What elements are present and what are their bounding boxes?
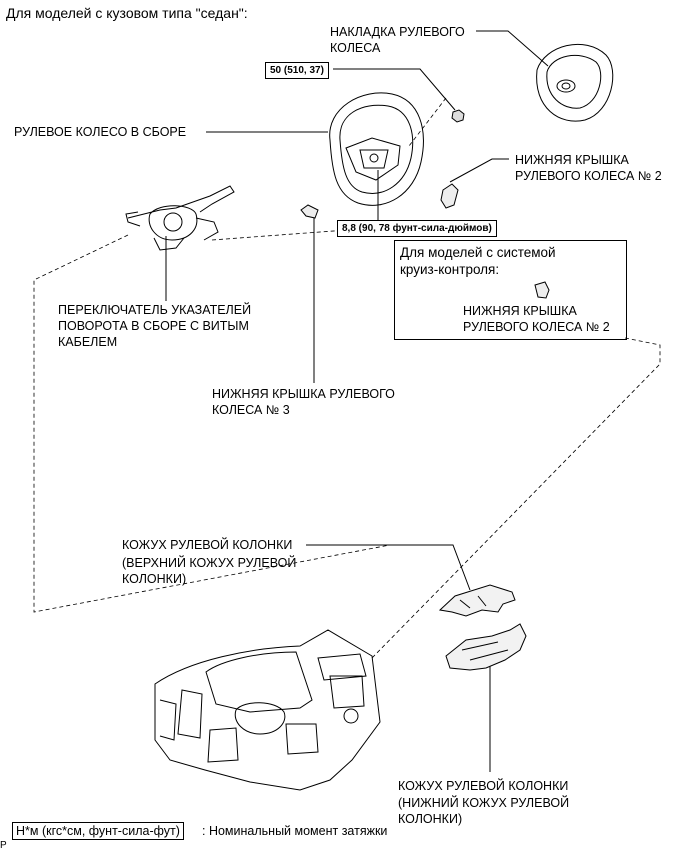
upper-cover-label-line1: КОЖУХ РУЛЕВОЙ КОЛОНКИ: [122, 538, 293, 552]
cruise-control-box: Для моделей с системой круиз-контроля: Н…: [394, 240, 627, 340]
lower-cover2-drawing: [440, 183, 459, 209]
cruise-lower-cover2-drawing: [534, 281, 550, 299]
cruise-box-part-line2: РУЛЕВОГО КОЛЕСА № 2: [463, 320, 610, 334]
lower-cover3-drawing: [300, 204, 319, 219]
torque-spec-nut: 50 (510, 37): [265, 62, 329, 79]
legend-description: : Номинальный момент затяжки: [202, 824, 388, 838]
combo-switch-label-line3: КАБЕЛЕМ: [58, 335, 118, 349]
lower-cover-label-line2: (НИЖНИЙ КОЖУХ РУЛЕВОЙ: [398, 796, 570, 810]
lower-cover-drawing: [445, 623, 527, 671]
cruise-box-part-line1: НИЖНЯЯ КРЫШКА: [463, 304, 577, 318]
combo-switch-label-line1: ПЕРЕКЛЮЧАТЕЛЬ УКАЗАТЕЛЕЙ: [58, 303, 252, 317]
lower-cover-label-line1: КОЖУХ РУЛЕВОЙ КОЛОНКИ: [398, 779, 569, 793]
instrument-panel-drawing: [154, 629, 381, 791]
leader-lower-cover2: [449, 158, 509, 183]
cruise-box-title-line2: круиз-контроля:: [400, 262, 500, 277]
lower-cover2-label-line2: РУЛЕВОГО КОЛЕСА № 2: [515, 169, 662, 183]
lower-cover3-label-line2: КОЛЕСА № 3: [212, 403, 290, 417]
upper-cover-label-line2: (ВЕРХНИЙ КОЖУХ РУЛЕВОЙ: [122, 556, 297, 570]
footer-marker: P: [0, 840, 7, 851]
steering-pad-drawing: [536, 43, 614, 122]
legend-unit-box: Н*м (кгс*см, фунт-сила-фут): [12, 822, 184, 840]
upper-cover-label-line3: КОЛОНКИ): [122, 572, 187, 586]
combo-switch-drawing: [125, 185, 235, 251]
page-title: Для моделей с кузовом типа "седан":: [6, 5, 248, 21]
lower-cover2-label-line1: НИЖНЯЯ КРЫШКА: [515, 153, 629, 167]
steering-wheel-label: РУЛЕВОЕ КОЛЕСО В СБОРЕ: [14, 125, 187, 139]
leader-steering-pad: [476, 30, 549, 67]
steering-wheel-drawing: [329, 92, 424, 206]
upper-cover-drawing: [438, 584, 516, 617]
torque-spec-screw: 8,8 (90, 78 фунт-сила-дюймов): [337, 220, 497, 237]
steering-pad-label-line2: КОЛЕСА: [330, 41, 381, 55]
dashed-guides: [33, 97, 661, 661]
lower-cover3-label-line1: НИЖНЯЯ КРЫШКА РУЛЕВОГО: [212, 387, 395, 401]
leader-torque-nut: [333, 68, 456, 111]
nut-drawing: [451, 109, 465, 123]
leader-upper-cover: [306, 544, 471, 591]
lower-cover-label-line3: КОЛОНКИ): [398, 812, 463, 826]
cruise-box-title-line1: Для моделей с системой: [400, 245, 556, 260]
steering-pad-label-line1: НАКЛАДКА РУЛЕВОГО: [330, 25, 465, 39]
combo-switch-label-line2: ПОВОРОТА В СБОРЕ С ВИТЫМ: [58, 319, 249, 333]
leader-lines: [165, 30, 549, 772]
